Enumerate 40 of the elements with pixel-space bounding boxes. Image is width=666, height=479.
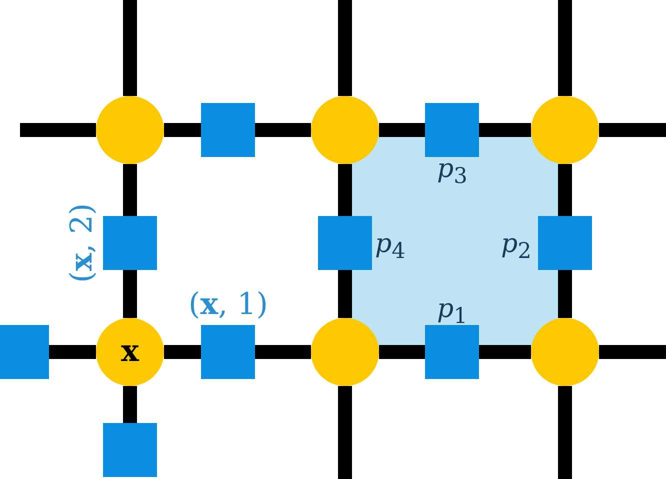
lattice-line [123, 386, 137, 423]
lattice-line [255, 123, 311, 137]
plaquette-label: p$_{4}$ [375, 231, 406, 263]
qubit-square [318, 216, 372, 270]
plaquette-label: p$_{1}$ [437, 296, 468, 328]
qubit-square [425, 103, 479, 157]
lattice-line [558, 164, 572, 216]
lattice-line [379, 123, 425, 137]
lattice-line [338, 386, 352, 479]
qubit-square [201, 325, 255, 379]
plaquette-label: p$_{3}$ [437, 156, 468, 188]
vertex-label: x [121, 337, 139, 367]
qubit-square [538, 216, 592, 270]
lattice-line [49, 345, 96, 359]
lattice-line [558, 0, 572, 96]
lattice-line [255, 345, 311, 359]
plaquette-label: p$_{2}$ [501, 231, 532, 263]
lattice-line [164, 345, 201, 359]
lattice-line [338, 164, 352, 216]
lattice-line [479, 123, 531, 137]
qubit-square [103, 423, 157, 477]
lattice-line [123, 164, 137, 216]
lattice-line [599, 345, 666, 359]
lattice-line [558, 386, 572, 479]
lattice-line [599, 123, 666, 137]
qubit-square [425, 325, 479, 379]
qubit-square [0, 325, 49, 379]
qubit-label: (x, 2) [67, 203, 98, 283]
lattice-line [379, 345, 425, 359]
qubit-label: (x, 1) [188, 290, 268, 320]
qubit-square [201, 103, 255, 157]
lattice-line [479, 345, 531, 359]
lattice-line [20, 123, 96, 137]
qubit-square [103, 216, 157, 270]
lattice-line [123, 270, 137, 318]
lattice-line [123, 0, 137, 96]
lattice-line [338, 270, 352, 318]
lattice-line [558, 270, 572, 318]
lattice-line [338, 0, 352, 96]
lattice-line [164, 123, 201, 137]
